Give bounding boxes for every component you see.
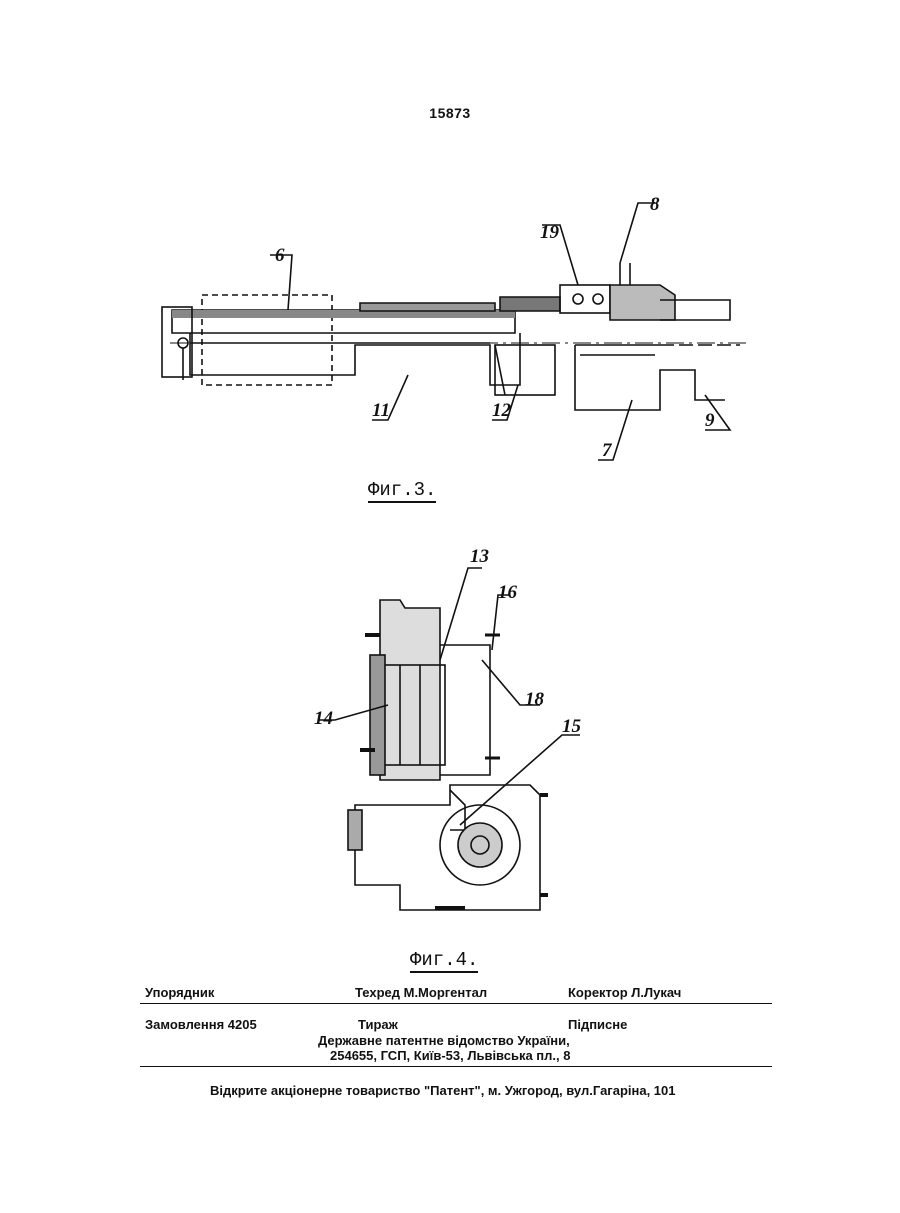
fig4-label-13: 13	[470, 546, 489, 567]
fig3-label-8: 8	[650, 194, 660, 215]
fig4-label-15: 15	[562, 716, 582, 737]
fig3-label-12: 12	[492, 400, 512, 421]
fig3-label-9: 9	[705, 410, 715, 431]
fig3-label-19: 19	[540, 222, 560, 243]
signed-label: Підписне	[568, 1017, 627, 1032]
corrector-label: Коректор Л.Лукач	[568, 985, 681, 1000]
fig3-label-11: 11	[372, 400, 390, 421]
figure-3-caption: Фиг.3.	[368, 480, 436, 503]
rule-bottom	[140, 1066, 772, 1067]
order-label: Замовлення 4205	[145, 1017, 257, 1032]
fig4-label-14: 14	[314, 708, 333, 729]
figure-3-drawing: 6 19 8 11 12 7 9	[150, 185, 750, 470]
office-line-1: Державне патентне відомство України,	[318, 1033, 570, 1048]
publisher-line: Відкрите акціонерне товариство "Патент",…	[210, 1083, 676, 1098]
circulation-label: Тираж	[358, 1017, 398, 1032]
figure-4-drawing: 13 16 18 14 15	[300, 540, 600, 925]
figure-4-caption: Фиг.4.	[410, 950, 478, 973]
techeditor-label: Техред М.Моргентал	[355, 985, 487, 1000]
fig4-label-16: 16	[498, 582, 518, 603]
office-line-2: 254655, ГСП, Київ-53, Львівська пл., 8	[330, 1048, 570, 1063]
fig4-label-18: 18	[525, 689, 545, 710]
compiler-label: Упорядник	[145, 985, 214, 1000]
page-number: 15873	[0, 105, 900, 121]
fig3-label-6: 6	[275, 245, 285, 266]
rule-top	[140, 1003, 772, 1004]
fig3-label-7: 7	[602, 440, 613, 461]
